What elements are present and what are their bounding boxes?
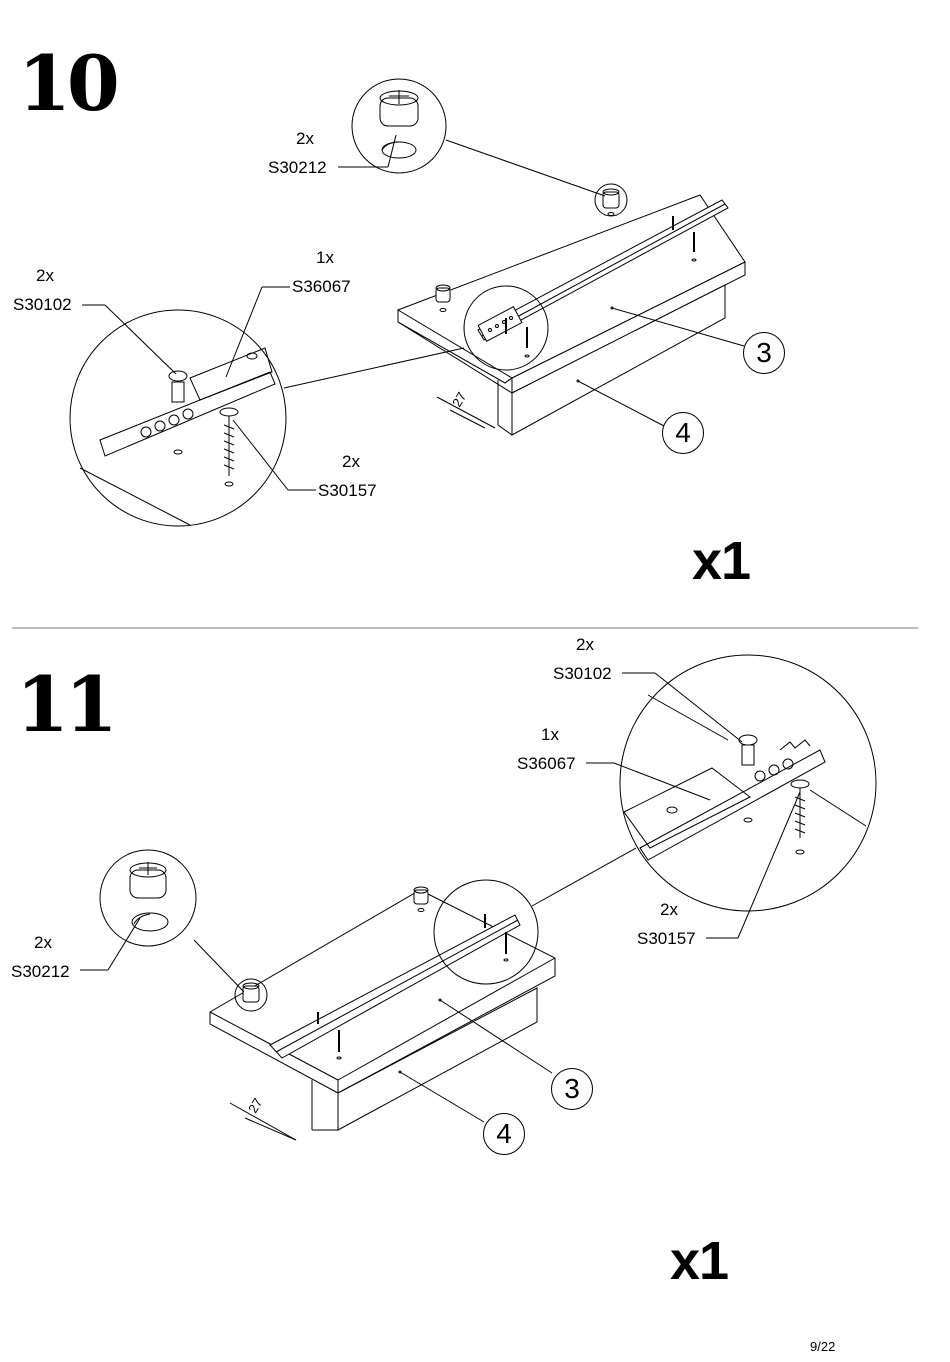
- step11-cam-code: S30212: [11, 962, 70, 981]
- step10-wood-screw-qty: 2x: [342, 452, 360, 471]
- step11-rail: [269, 914, 521, 1059]
- step10-rail-code: S36067: [292, 277, 351, 296]
- step11-detail-cam-art: [129, 862, 169, 932]
- step10-multiplier: x1: [692, 531, 751, 591]
- step11-screw-qty: 2x: [576, 635, 594, 654]
- step11-rail-qty: 1x: [541, 725, 559, 744]
- step11-wood-screw-qty: 2x: [660, 900, 678, 919]
- step11-multiplier: x1: [670, 1231, 729, 1291]
- step10-cam-qty: 2x: [296, 129, 314, 148]
- step10-hardware: [435, 188, 697, 383]
- step11-rail-code: S36067: [517, 754, 576, 773]
- step11-part-3-callout: 3: [551, 1068, 593, 1110]
- step10-screw-qty: 2x: [36, 266, 54, 285]
- step10-detail-rail-art: [79, 347, 276, 526]
- page-number: 9/22: [810, 1339, 836, 1354]
- step11-cam-qty: 2x: [34, 933, 52, 952]
- step10-screw-code: S30102: [13, 295, 72, 314]
- step11-detail-rail: [619, 654, 877, 912]
- step11-hardware: [242, 886, 509, 1074]
- step11-screw-code: S30102: [553, 664, 612, 683]
- step-11-number: 11: [16, 660, 118, 749]
- step10-part-3-callout: 3: [743, 332, 785, 374]
- step10-rail-qty: 1x: [316, 248, 334, 267]
- step11-part-4-callout: 4: [483, 1113, 525, 1155]
- step10-cam-code: S30212: [268, 158, 327, 177]
- step10-rail: [477, 199, 729, 343]
- step11-wood-screw-code: S30157: [637, 929, 696, 948]
- step10-side-panel: [497, 284, 726, 436]
- step-10-number: 10: [18, 39, 120, 128]
- step10-wood-screw-code: S30157: [318, 481, 377, 500]
- step10-detail-cam-art: [379, 90, 419, 159]
- step11-detail-rail-art: [623, 694, 867, 861]
- step11-leaders: [80, 672, 801, 1141]
- step11-side-panel: [311, 987, 538, 1131]
- step10-part-4-callout: 4: [662, 412, 704, 454]
- step10-leaders: [82, 134, 745, 491]
- step10-detail-rail: [69, 309, 287, 527]
